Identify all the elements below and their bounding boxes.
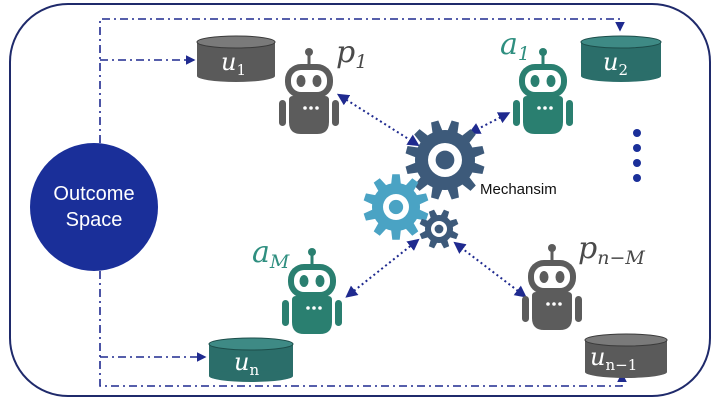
cylinder-label-base: u bbox=[590, 343, 606, 371]
link-pnM-mechanism bbox=[453, 241, 527, 298]
agent-label-p1: p1 bbox=[336, 38, 367, 72]
vertical-ellipsis-icon bbox=[633, 129, 641, 182]
agent-label-sub: n−M bbox=[597, 247, 645, 269]
gear-hub bbox=[434, 224, 444, 234]
line-to-top-frame bbox=[99, 18, 625, 143]
agent-label-a1: a1 bbox=[500, 30, 530, 64]
routing-lines bbox=[99, 18, 627, 387]
database-cylinder-icon bbox=[196, 35, 276, 82]
cylinder-label-base: u bbox=[221, 48, 237, 76]
cylinder-label-u2: u2 bbox=[603, 50, 628, 78]
outcome-space-line1: Outcome bbox=[53, 183, 135, 205]
agent-label-sub: 1 bbox=[355, 51, 368, 73]
cylinder-label-base: u bbox=[603, 48, 619, 76]
cylinder-label-base: u bbox=[234, 348, 250, 376]
agent-label-base: p bbox=[336, 35, 356, 70]
agent-label-base: a bbox=[252, 235, 270, 270]
robot-icon bbox=[277, 46, 341, 136]
line-to-un bbox=[99, 271, 627, 387]
robot-icon bbox=[280, 246, 344, 336]
cylinder-label-sub: n−1 bbox=[605, 356, 638, 374]
mechanism-label: Mechansim bbox=[480, 181, 557, 198]
cylinder-label-u1: u1 bbox=[221, 50, 246, 78]
agent-label-sub: 1 bbox=[517, 43, 530, 65]
agent-label-base: a bbox=[500, 27, 518, 62]
outer-frame bbox=[9, 3, 711, 397]
robot-icon bbox=[520, 242, 584, 332]
outcome-space-label: Outcome Space bbox=[30, 143, 158, 271]
agent-links bbox=[336, 93, 527, 298]
link-aM-mechanism bbox=[345, 238, 420, 298]
gear-hub bbox=[388, 199, 404, 215]
gear-icon bbox=[363, 174, 429, 240]
cylinder-label-un: un bbox=[234, 350, 259, 378]
database-cylinder-icon bbox=[584, 333, 668, 378]
gear-icon bbox=[419, 209, 459, 249]
cylinder-label-sub: n bbox=[249, 361, 260, 379]
cylinder-label-un-minus-1: un−1 bbox=[590, 345, 637, 373]
agent-label-base: p bbox=[578, 231, 598, 266]
cylinder-label-sub: 1 bbox=[236, 61, 247, 79]
gear-hub bbox=[435, 150, 455, 170]
database-cylinder-icon bbox=[208, 337, 294, 382]
cylinder-label-sub: 2 bbox=[618, 61, 629, 79]
outcome-space-circle bbox=[30, 143, 158, 271]
database-cylinder-icon bbox=[580, 35, 662, 82]
gear-icon bbox=[405, 120, 485, 200]
agent-label-sub: M bbox=[269, 251, 290, 273]
link-p1-mechanism bbox=[336, 93, 420, 147]
link-a1-mechanism bbox=[468, 112, 511, 134]
agent-label-pnM: pn−M bbox=[578, 234, 645, 268]
outcome-space-line2: Space bbox=[65, 209, 123, 231]
agent-label-aM: aM bbox=[252, 238, 289, 272]
